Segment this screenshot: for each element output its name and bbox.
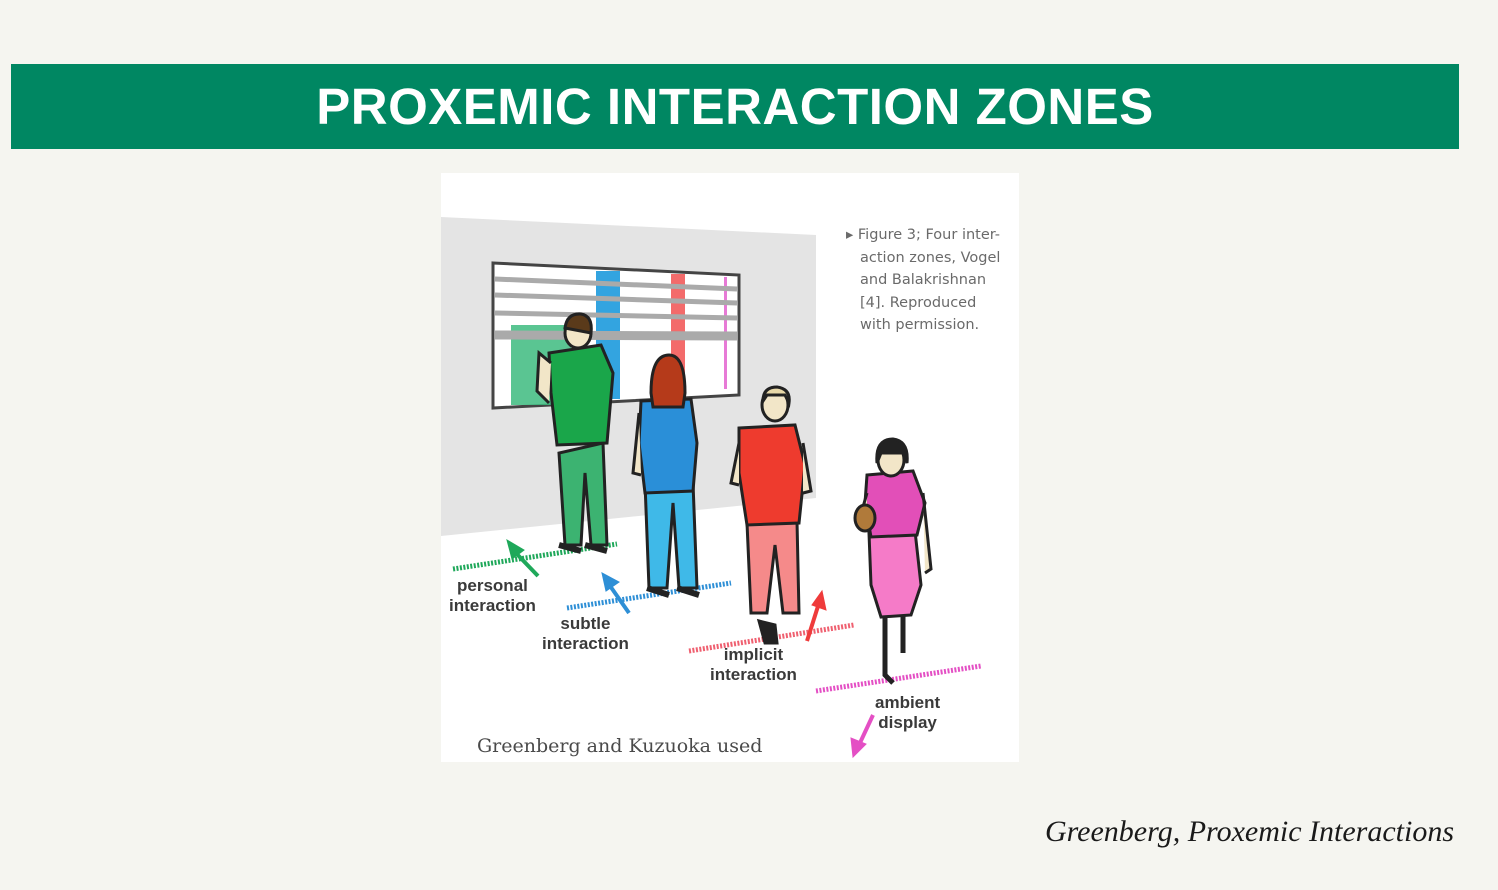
figure-caption: ▸ Figure 3; Four inter- action zones, Vo… xyxy=(846,224,1016,337)
person-implicit-zone xyxy=(729,385,813,645)
arrow-subtle xyxy=(601,572,631,615)
zone-label-ambient: ambient display xyxy=(875,693,940,733)
caption-line: action zones, Vogel xyxy=(860,249,1001,266)
person-subtle-zone xyxy=(631,353,700,598)
caption-line: with permission. xyxy=(860,317,980,333)
zone-label-line: interaction xyxy=(710,665,797,684)
zone-label-line: interaction xyxy=(542,634,629,653)
zone-label-line: display xyxy=(878,713,937,732)
zone-label-line: interaction xyxy=(449,596,536,615)
arrow-implicit xyxy=(805,589,827,642)
slide-credit: Greenberg, Proxemic Interactions xyxy=(1044,815,1454,848)
zone-label-line: ambient xyxy=(875,693,941,712)
arrow-personal xyxy=(506,538,540,578)
caption-line: and Balakrishnan xyxy=(860,272,987,288)
person-ambient-zone xyxy=(853,437,933,685)
title-bar: PROXEMIC INTERACTION ZONES xyxy=(11,64,1459,149)
caption-line: ▸ Figure 3; Four inter- xyxy=(846,227,1001,243)
slide-title: PROXEMIC INTERACTION ZONES xyxy=(316,78,1154,135)
zones-illustration xyxy=(441,217,982,759)
arrow-ambient xyxy=(850,714,875,759)
zone-line-subtle xyxy=(566,580,732,611)
large-display-screen xyxy=(491,261,741,410)
zone-label-personal: personal interaction xyxy=(449,576,536,616)
zone-label-line: subtle xyxy=(560,614,611,633)
zone-label-line: personal xyxy=(457,576,528,595)
zone-label-subtle: subtle interaction xyxy=(542,614,629,654)
caption-line: [4]. Reproduced xyxy=(860,294,977,311)
person-personal-zone xyxy=(535,312,615,554)
zone-line-ambient xyxy=(815,663,982,694)
zone-label-line: implicit xyxy=(723,645,784,664)
zone-label-implicit: implicit interaction xyxy=(710,645,797,685)
figure-bottom-text: Greenberg and Kuzuoka used xyxy=(477,735,763,757)
proxemic-zones-figure: ▸ Figure 3; Four inter- action zones, Vo… xyxy=(441,173,1019,762)
